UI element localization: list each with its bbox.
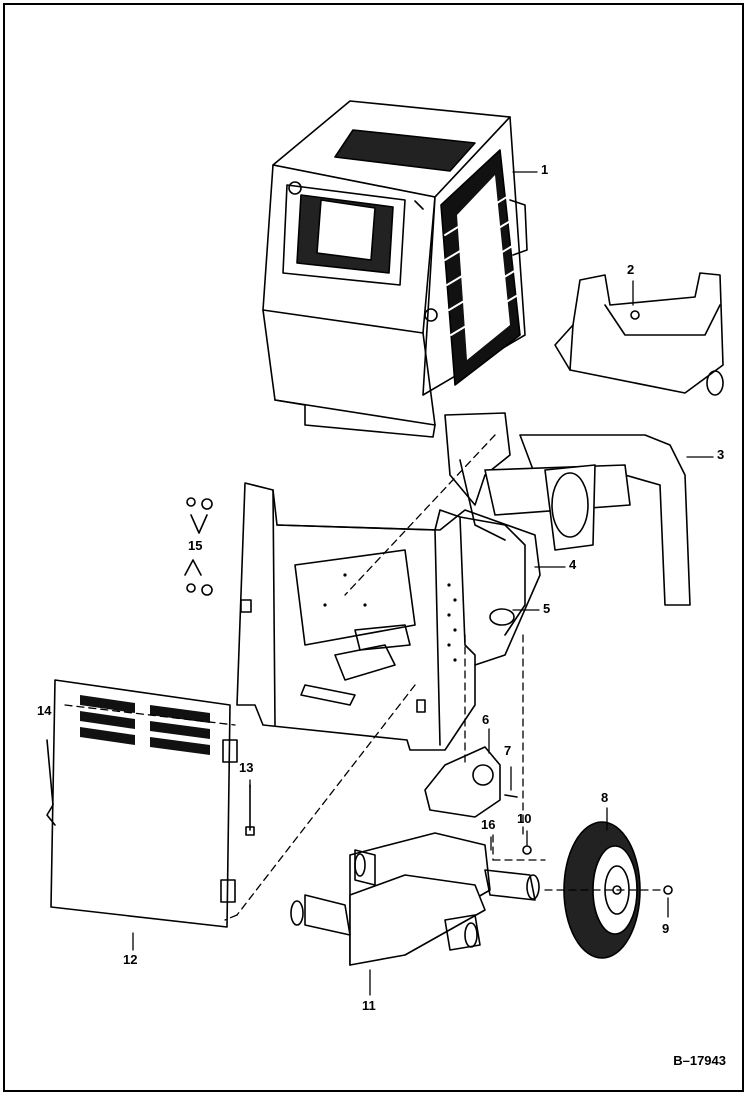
- callout-14: 14: [37, 703, 52, 718]
- leader-lines: [132, 171, 714, 996]
- nut-9: [663, 885, 673, 895]
- nuts-15: [184, 497, 213, 596]
- callout-1: 1: [541, 162, 549, 177]
- operator-cab: [262, 100, 528, 438]
- callout-16: 16: [481, 817, 496, 832]
- bolt-7: [504, 794, 518, 798]
- callout-6: 6: [482, 712, 490, 727]
- callout-5: 5: [543, 601, 551, 616]
- exploded-parts-diagram: [46, 100, 724, 996]
- callout-4: 4: [569, 557, 577, 572]
- drawing-code: B–17943: [673, 1053, 726, 1068]
- cross-member: [554, 272, 724, 396]
- rear-door: [46, 679, 238, 928]
- callout-3: 3: [717, 447, 725, 462]
- lift-arm: [444, 412, 691, 606]
- callout-12: 12: [123, 952, 138, 967]
- nut-10: [522, 845, 532, 855]
- diagram-frame: 1 2 3 4 5 6 7 8 9 10 11 12 13 14 15 16 B…: [3, 3, 744, 1092]
- axle-assembly: [290, 832, 540, 966]
- main-frame: [236, 482, 541, 751]
- callout-2: 2: [627, 262, 635, 277]
- callout-8: 8: [601, 790, 609, 805]
- callout-9: 9: [662, 921, 670, 936]
- callout-11: 11: [362, 998, 376, 1013]
- assembly-lines: [64, 434, 666, 921]
- callout-7: 7: [504, 743, 512, 758]
- axle-bracket: [424, 746, 501, 818]
- callout-10: 10: [517, 811, 532, 826]
- tire: [563, 821, 641, 959]
- bolt-13: [245, 784, 255, 836]
- callout-13: 13: [239, 760, 254, 775]
- callout-15: 15: [188, 538, 203, 553]
